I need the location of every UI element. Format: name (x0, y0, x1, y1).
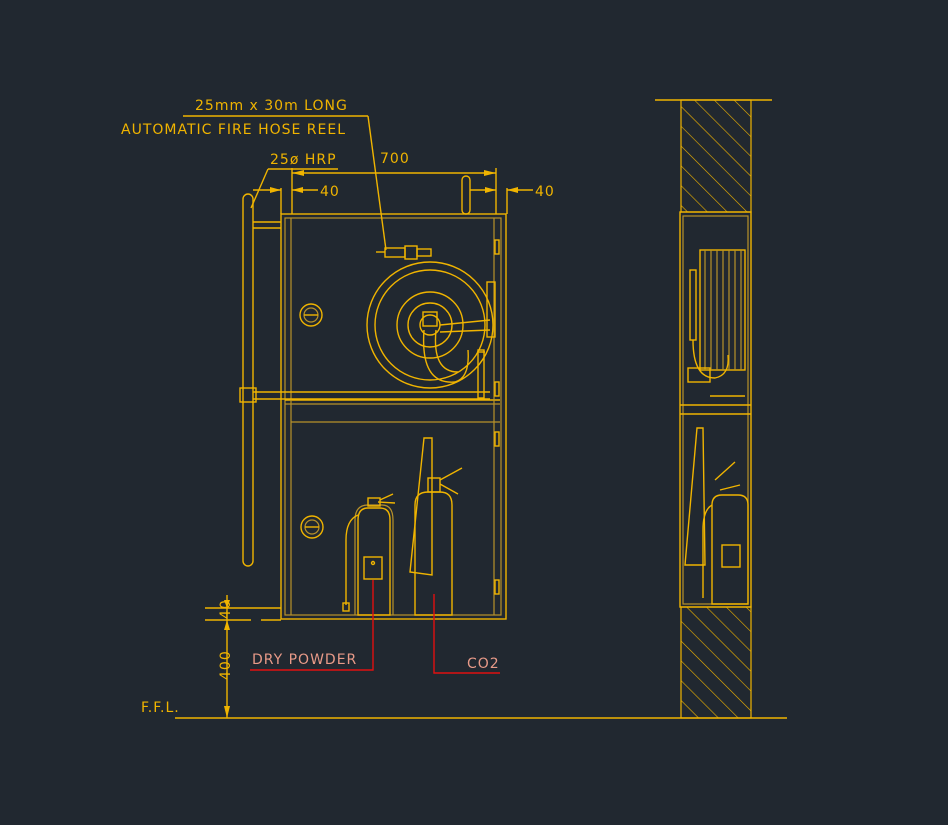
hinge-icon (494, 381, 500, 397)
side-hose-reel (687, 249, 746, 397)
hinge-icon (494, 239, 500, 255)
side-extinguishers (684, 427, 749, 605)
riser-pipe (239, 193, 490, 567)
hose-reel-label: AUTOMATIC FIRE HOSE REEL (121, 122, 346, 138)
dry-powder-extinguisher (342, 493, 396, 616)
base-gap-dimension: 40 (218, 599, 234, 619)
nozzle-icon (376, 245, 432, 260)
hinge-icon (494, 579, 500, 595)
side-section (655, 99, 772, 719)
hose-reel (366, 175, 496, 399)
right-offset-dimension: 40 (535, 184, 555, 200)
ffl-label: F.F.L. (141, 700, 180, 716)
cabinet-front-elevation (205, 213, 507, 621)
width-dimension: 700 (380, 151, 410, 167)
hose-size-label: 25mm x 30m LONG (195, 98, 348, 114)
pipe-label: 25ø HRP (270, 152, 337, 168)
annotations: 25mm x 30m LONG AUTOMATIC FIRE HOSE REEL… (121, 98, 500, 674)
lock-icon (300, 515, 324, 539)
co2-label: CO2 (467, 656, 500, 672)
left-offset-dimension: 40 (320, 184, 340, 200)
height-dimension: 400 (218, 650, 234, 680)
co2-extinguisher (409, 437, 463, 616)
lock-icon (299, 303, 323, 327)
dimensions: 700 40 40 40 400 (218, 151, 555, 718)
hinge-icon (494, 431, 500, 447)
dry-powder-label: DRY POWDER (252, 652, 357, 668)
